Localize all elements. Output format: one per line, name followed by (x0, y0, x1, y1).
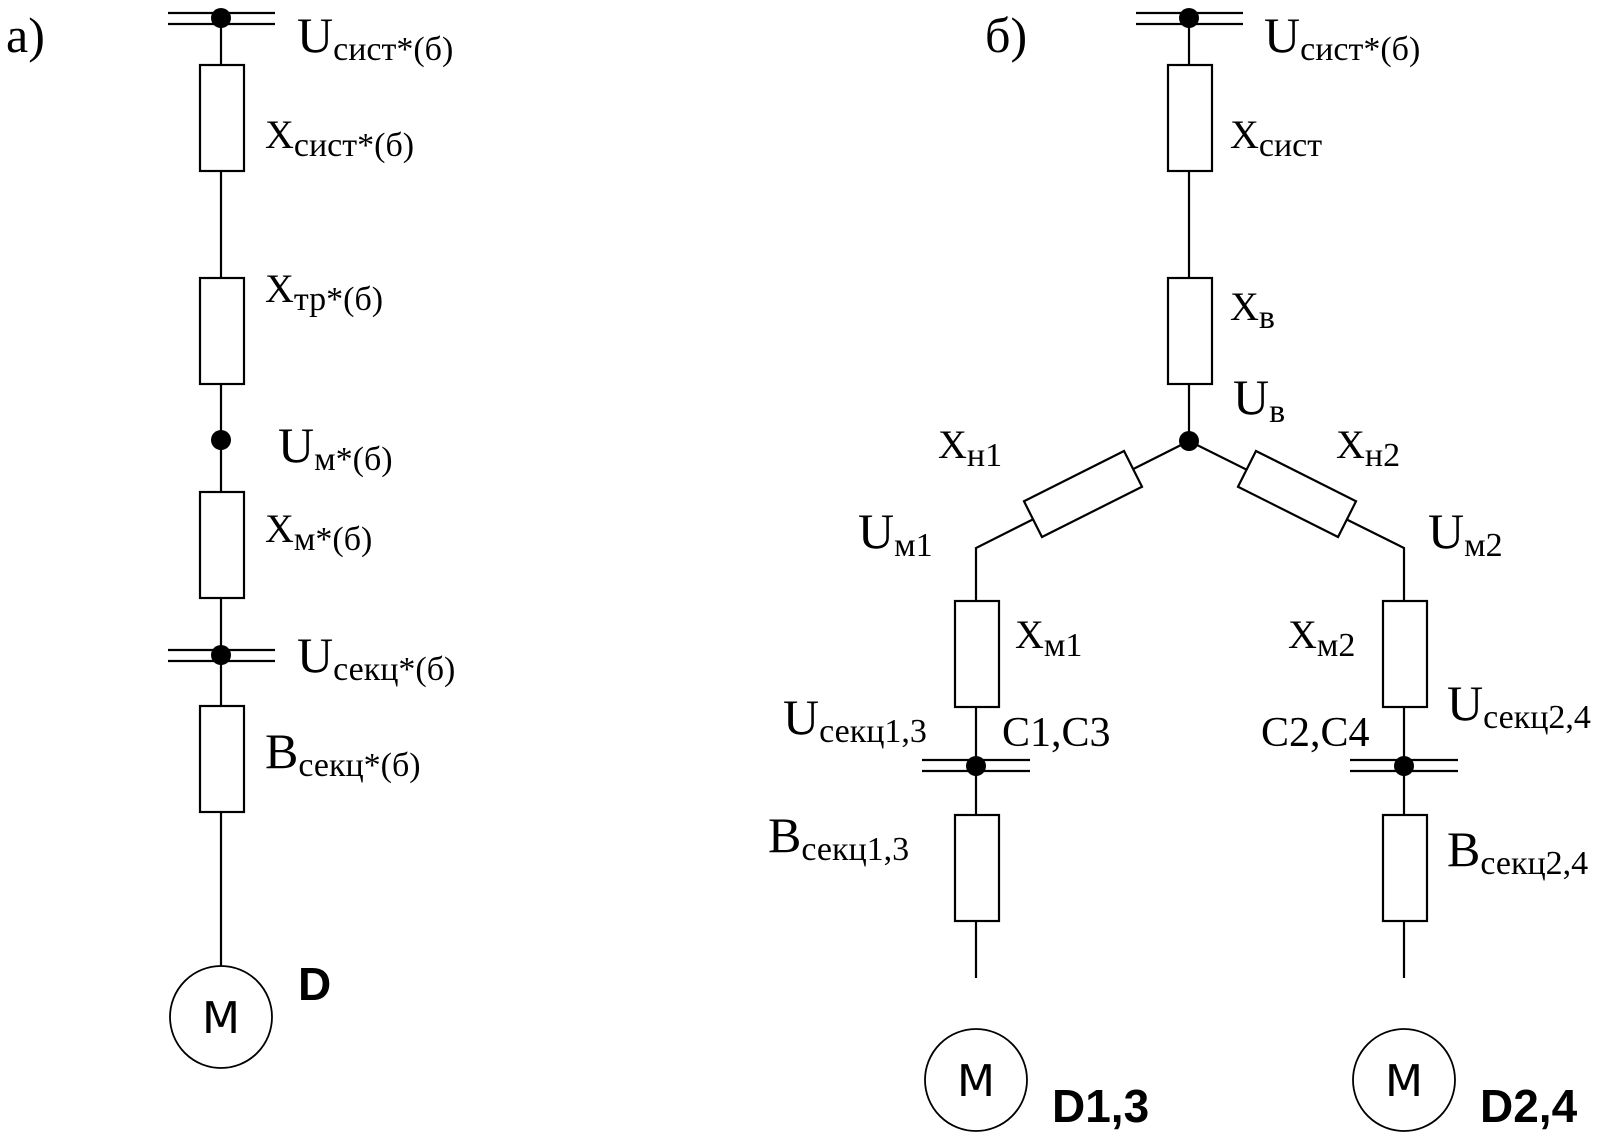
resistor-b-sec13-b (953, 813, 1001, 923)
label-x-sys-a: Xсист*(б) (265, 112, 414, 164)
label-motor-b1: D1,3 (1052, 1080, 1149, 1132)
bus-sec-a (168, 645, 275, 665)
motor-b2: M (1352, 1028, 1456, 1132)
label-u-sys-b: Uсист*(б) (1264, 7, 1420, 68)
label-x-m2-b: Xм2 (1288, 612, 1355, 664)
motor-a: M (169, 965, 273, 1069)
node-u-m-a (211, 430, 231, 450)
label-u-v-b: Uв (1233, 369, 1285, 430)
svg-text:M: M (1385, 1056, 1423, 1107)
resistor-b-sec-a (198, 704, 246, 814)
label-c24-b: C2,C4 (1261, 710, 1370, 756)
resistor-x-m-a (198, 490, 246, 600)
label-motor-b2: D2,4 (1480, 1080, 1578, 1132)
label-b-sec24-b: Bсекц2,4 (1447, 821, 1588, 882)
label-x-v-b: Xв (1230, 284, 1275, 336)
label-u-sec-a: Uсекц*(б) (297, 627, 455, 688)
label-x-tr-a: Xтр*(б) (265, 266, 383, 318)
resistor-b-sec24-b (1381, 813, 1429, 923)
label-u-sec13-b: Uсекц1,3 (783, 689, 927, 750)
panel-b: б) Uсист*(б) Xсист Xв Uв Xн1 Uм1 (768, 7, 1591, 1132)
label-u-m1-b: Uм1 (858, 503, 933, 564)
label-x-n2-b: Xн2 (1336, 422, 1400, 474)
label-u-m2-b: Uм2 (1428, 503, 1503, 564)
label-b-sec-a: Bсекц*(б) (265, 723, 421, 784)
label-motor-a: D (298, 958, 331, 1010)
bus-sec24-b (1350, 756, 1458, 776)
bus-top-a (168, 8, 275, 28)
panel-a: а) Uсист*(б) Xсист*(б) Xтр*(б) Uм*(б) Xм… (6, 7, 455, 1069)
bus-sec13-b (922, 756, 1030, 776)
label-x-n1-b: Xн1 (938, 422, 1002, 474)
label-u-sys-a: Uсист*(б) (297, 7, 453, 68)
resistor-x-sys-a (198, 63, 246, 173)
resistor-x-tr-a (198, 276, 246, 386)
resistor-x-m2-b (1381, 599, 1429, 709)
bus-top-b (1136, 8, 1243, 28)
label-x-m1-b: Xм1 (1015, 612, 1082, 664)
svg-text:M: M (957, 1056, 995, 1107)
resistor-x-sys-b (1166, 63, 1214, 173)
label-u-m-a: Uм*(б) (278, 417, 393, 478)
label-u-sec24-b: Uсекц2,4 (1447, 675, 1591, 736)
panel-b-tag: б) (985, 7, 1027, 63)
motor-b1: M (924, 1028, 1028, 1132)
label-b-sec13-b: Bсекц1,3 (768, 807, 909, 868)
label-x-m-a: Xм*(б) (265, 506, 372, 558)
label-x-sys-b: Xсист (1230, 112, 1322, 164)
svg-text:M: M (202, 993, 240, 1044)
label-c13-b: C1,C3 (1002, 710, 1111, 756)
resistor-x-n2-b (1236, 449, 1358, 539)
resistor-x-v-b (1166, 276, 1214, 386)
resistor-x-m1-b (953, 599, 1001, 709)
panel-a-tag: а) (6, 7, 45, 63)
resistor-x-n1-b (1022, 449, 1144, 539)
